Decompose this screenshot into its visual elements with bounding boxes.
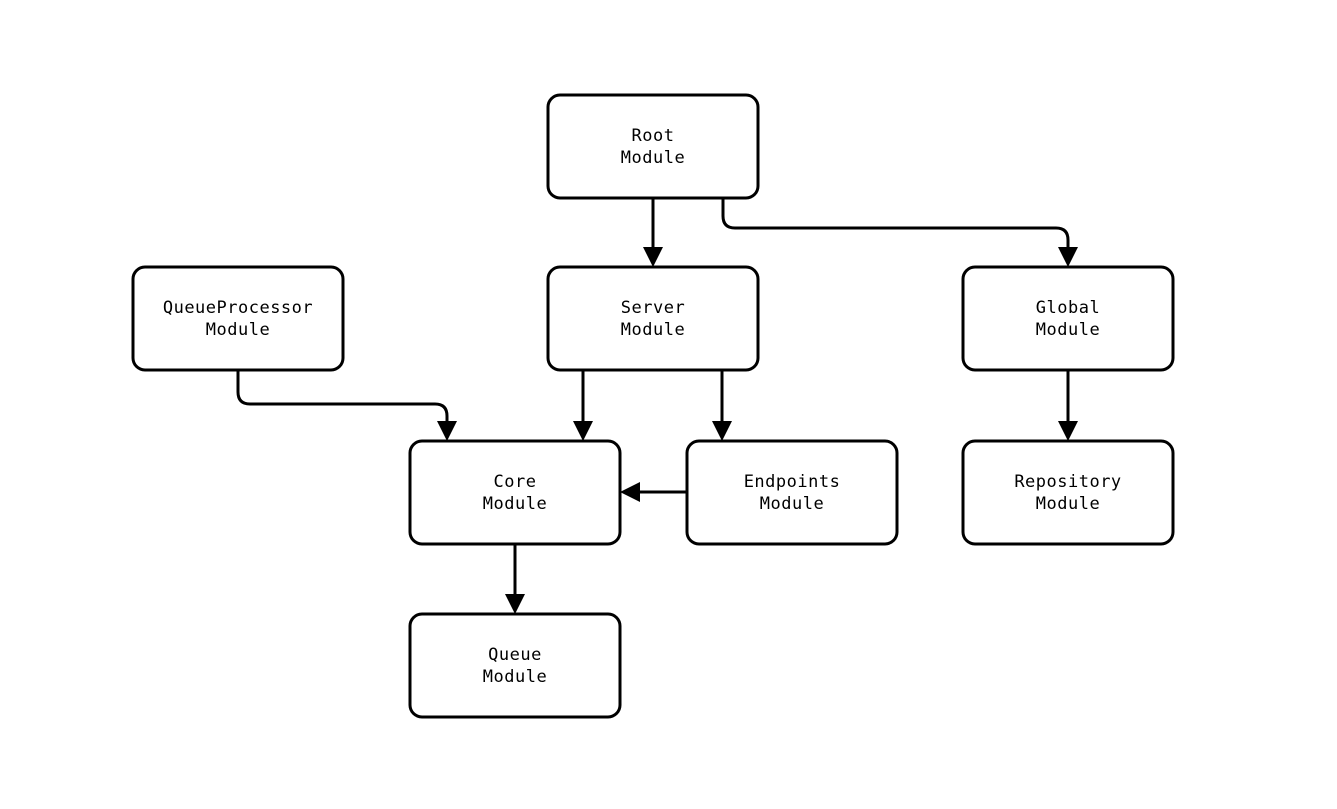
node-box-root[interactable] — [546, 93, 760, 200]
node-box-global[interactable] — [961, 265, 1175, 372]
edge-server-to-endpoints — [712, 371, 732, 441]
node-box-repository[interactable] — [961, 439, 1175, 546]
edge-line — [721, 198, 1070, 247]
edge-root-to-server — [643, 198, 663, 267]
node-box-endpoints[interactable] — [685, 439, 899, 546]
arrowhead-icon — [1058, 247, 1078, 267]
edge-server-to-core — [573, 371, 593, 441]
edges-layer — [236, 198, 1078, 614]
arrowhead-icon — [1058, 421, 1078, 441]
arrowhead-icon — [712, 421, 732, 441]
nodes-layer — [131, 93, 1175, 719]
edge-queueprocessor-to-core — [236, 371, 457, 441]
edge-line — [236, 371, 449, 421]
arrowhead-icon — [573, 421, 593, 441]
edge-root-to-global — [721, 198, 1078, 267]
edge-endpoints-to-core — [620, 482, 687, 502]
node-box-server[interactable] — [546, 265, 760, 372]
edge-core-to-queue — [505, 544, 525, 614]
node-box-queue[interactable] — [408, 612, 622, 719]
arrowhead-icon — [437, 421, 457, 441]
arrowhead-icon — [505, 594, 525, 614]
edge-global-to-repository — [1058, 371, 1078, 441]
arrowhead-icon — [643, 247, 663, 267]
node-box-core[interactable] — [408, 439, 622, 546]
arrowhead-icon — [620, 482, 640, 502]
node-box-queueprocessor[interactable] — [131, 265, 345, 372]
